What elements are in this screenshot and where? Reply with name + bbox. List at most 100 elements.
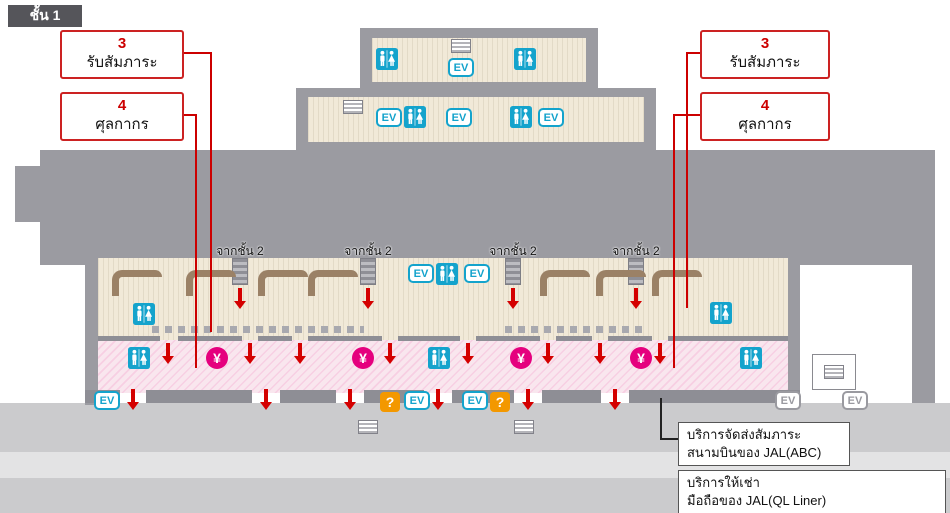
- seat-row: [152, 326, 364, 333]
- currency-exchange-icon: ¥: [206, 347, 228, 369]
- floor-badge-label: ชั้น 1: [29, 7, 61, 23]
- flow-arrow-icon: [260, 389, 272, 410]
- elevator-label: EV: [467, 394, 483, 407]
- building-left-wall: [85, 260, 98, 405]
- flow-arrow-icon: [362, 288, 374, 309]
- flow-arrow-icon: [432, 389, 444, 410]
- callout-customs-right: 4 ศุลกากร: [700, 92, 830, 141]
- elevator-label: EV: [453, 61, 469, 74]
- stairs-icon: [514, 420, 534, 434]
- terminal-band: [40, 150, 935, 265]
- flow-arrow-icon: [594, 343, 606, 364]
- flow-arrow-icon: [462, 343, 474, 364]
- elevator-label: EV: [413, 267, 429, 280]
- info-box-phone-rental: บริการให้เช่า มือถือของ JAL(QL Liner): [678, 470, 946, 513]
- currency-label: ¥: [517, 350, 525, 366]
- elevator-label: EV: [451, 111, 467, 124]
- callout-number: 4: [760, 97, 770, 114]
- elevator-label: EV: [847, 394, 863, 407]
- exit-wall-segment: [542, 390, 601, 403]
- information-label: ?: [385, 394, 395, 410]
- info-line: บริการให้เช่า: [687, 475, 760, 490]
- callout-number: 3: [117, 35, 127, 52]
- callout-baggage-claim-right: 3 รับสัมภาระ: [700, 30, 830, 79]
- information-label: ?: [495, 394, 505, 410]
- restroom-icon: [436, 263, 458, 285]
- info-box-baggage-delivery: บริการจัดส่งสัมภาระ สนามบินของ JAL(ABC): [678, 422, 850, 467]
- flow-arrow-icon: [344, 389, 356, 410]
- flow-arrow-icon: [234, 288, 246, 309]
- elevator-label: EV: [543, 111, 559, 124]
- customs-wall-segment: [98, 336, 160, 341]
- elevator-icon-gray: EV: [775, 391, 801, 410]
- connector-line-black: [660, 438, 680, 440]
- baggage-carousel: [540, 270, 590, 296]
- restroom-icon: [740, 347, 762, 369]
- connector-line: [673, 114, 675, 368]
- stairs-icon: [451, 39, 471, 53]
- from-floor-2-label: จากชั้น 2: [216, 244, 264, 258]
- elevator-icon: EV: [448, 58, 474, 77]
- exit-wall-segment: [146, 390, 252, 403]
- flow-arrow-icon: [542, 343, 554, 364]
- restroom-icon: [133, 303, 155, 325]
- elevator-label: EV: [381, 111, 397, 124]
- stairs-enclosure: [812, 354, 856, 390]
- info-line: บริการจัดส่งสัมภาระ: [687, 427, 802, 442]
- stairs-icon: [824, 365, 844, 379]
- flow-arrow-icon: [127, 389, 139, 410]
- seat-row: [505, 326, 645, 333]
- baggage-carousel: [308, 270, 358, 296]
- info-line: มือถือของ JAL(QL Liner): [687, 493, 827, 509]
- callout-number: 3: [760, 35, 770, 52]
- elevator-icon: EV: [408, 264, 434, 283]
- callout-number: 4: [117, 97, 127, 114]
- info-line: สนามบินของ JAL(ABC): [687, 445, 822, 461]
- flow-arrow-icon: [384, 343, 396, 364]
- elevator-icon: EV: [94, 391, 120, 410]
- exit-wall-segment: [280, 390, 336, 403]
- connector-line: [210, 52, 212, 332]
- elevator-label: EV: [99, 394, 115, 407]
- elevator-icon: EV: [404, 391, 430, 410]
- building-right-wall: [788, 260, 800, 393]
- currency-label: ¥: [637, 350, 645, 366]
- customs-wall-segment: [178, 336, 242, 341]
- customs-wall-segment: [258, 336, 292, 341]
- connector-line: [673, 114, 702, 116]
- restroom-icon: [404, 106, 426, 128]
- restroom-icon: [514, 48, 536, 70]
- elevator-icon: EV: [446, 108, 472, 127]
- customs-wall-segment: [556, 336, 592, 341]
- baggage-carousel: [112, 270, 162, 296]
- connector-line: [195, 114, 197, 368]
- restroom-icon: [128, 347, 150, 369]
- currency-exchange-icon: ¥: [510, 347, 532, 369]
- currency-exchange-icon: ¥: [352, 347, 374, 369]
- callout-baggage-claim-left: 3 รับสัมภาระ: [60, 30, 184, 79]
- callout-label: รับสัมภาระ: [729, 53, 801, 71]
- restroom-icon: [376, 48, 398, 70]
- connector-line: [686, 52, 688, 308]
- terminal-band-step: [15, 166, 40, 222]
- pier-lower-interior: [308, 97, 644, 142]
- information-icon: ?: [380, 392, 400, 412]
- flow-arrow-icon: [294, 343, 306, 364]
- stairs-icon: [343, 100, 363, 114]
- callout-customs-left: 4 ศุลกากร: [60, 92, 184, 141]
- elevator-icon: EV: [462, 391, 488, 410]
- elevator-icon: EV: [538, 108, 564, 127]
- elevator-label: EV: [469, 267, 485, 280]
- stairs-icon: [358, 420, 378, 434]
- floor-badge: ชั้น 1: [8, 5, 82, 27]
- elevator-icon: EV: [376, 108, 402, 127]
- customs-wall-segment: [668, 336, 788, 341]
- callout-label: ศุลกากร: [95, 115, 149, 133]
- connector-line: [686, 52, 702, 54]
- customs-wall-segment: [398, 336, 460, 341]
- exit-wall-segment: [629, 390, 800, 403]
- escalator-shaft: [360, 258, 376, 285]
- baggage-carousel: [258, 270, 308, 296]
- from-floor-2-label: จากชั้น 2: [612, 244, 660, 258]
